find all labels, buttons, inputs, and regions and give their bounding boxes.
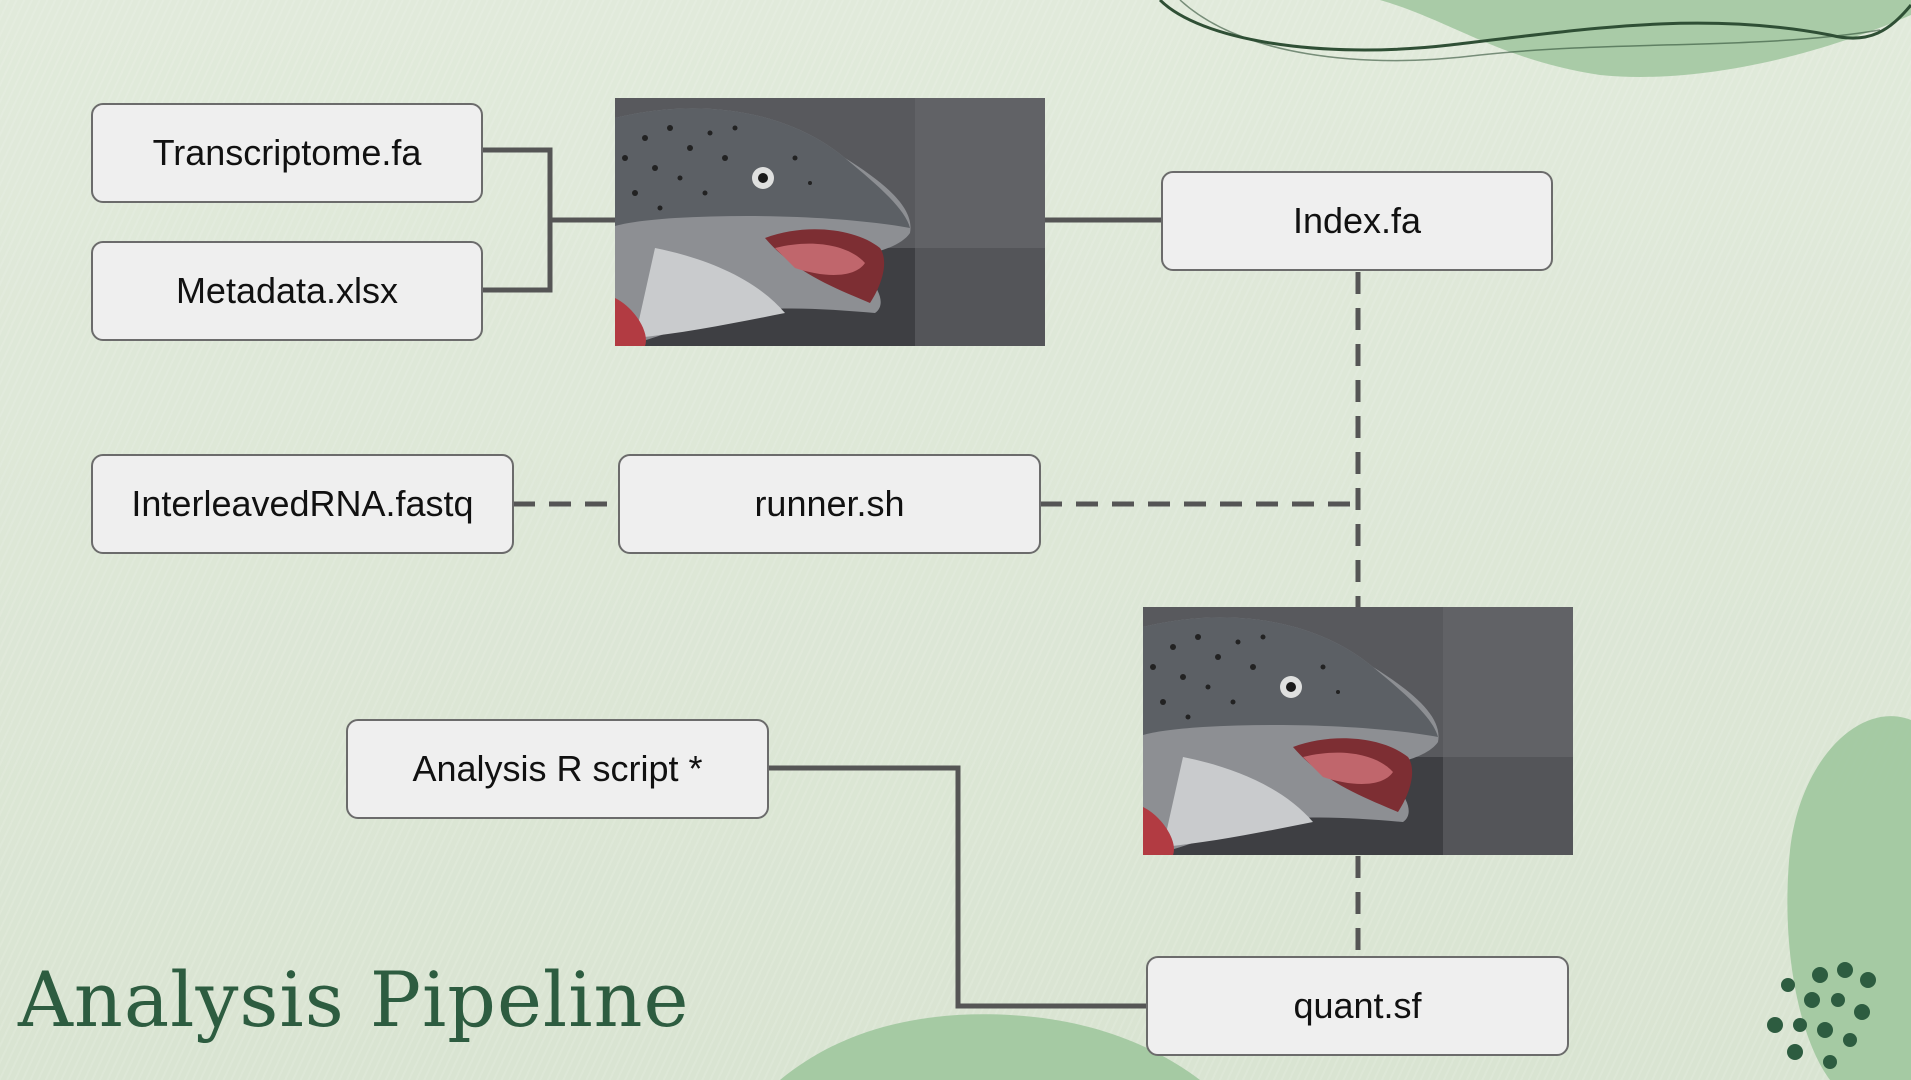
connector-analysis-quant [768,765,1148,1009]
salmon-photo-1 [615,98,1045,346]
node-metadata: Metadata.xlsx [91,241,483,341]
node-analysis-script: Analysis R script * [346,719,769,819]
node-transcriptome: Transcriptome.fa [91,103,483,203]
connector-metadata [482,220,553,293]
top-right-leaf-outline [1158,0,1911,52]
node-transcriptome-label: Transcriptome.fa [152,132,422,173]
connector-transcriptome [482,147,615,223]
node-interleaved-label: InterleavedRNA.fastq [131,483,474,524]
node-index: Index.fa [1161,171,1553,271]
right-leaf [1787,716,1911,1080]
salmon-head-icon [1143,607,1573,855]
node-runner-label: runner.sh [754,483,905,524]
node-metadata-label: Metadata.xlsx [175,270,399,311]
bottom-leaf [780,1014,1200,1080]
dots-decoration [1767,962,1876,1069]
node-runner: runner.sh [618,454,1041,554]
slide-title: Analysis Pipeline [18,955,690,1044]
node-interleaved: InterleavedRNA.fastq [91,454,514,554]
salmon-photo-2 [1143,607,1573,855]
node-analysis-script-label: Analysis R script * [412,748,703,789]
top-right-leaf-outline-2 [1179,0,1881,62]
salmon-head-icon [615,98,1045,346]
node-quant-label: quant.sf [1293,985,1422,1026]
node-index-label: Index.fa [1292,200,1422,241]
top-right-leaf [1380,0,1911,77]
node-quant: quant.sf [1146,956,1569,1056]
